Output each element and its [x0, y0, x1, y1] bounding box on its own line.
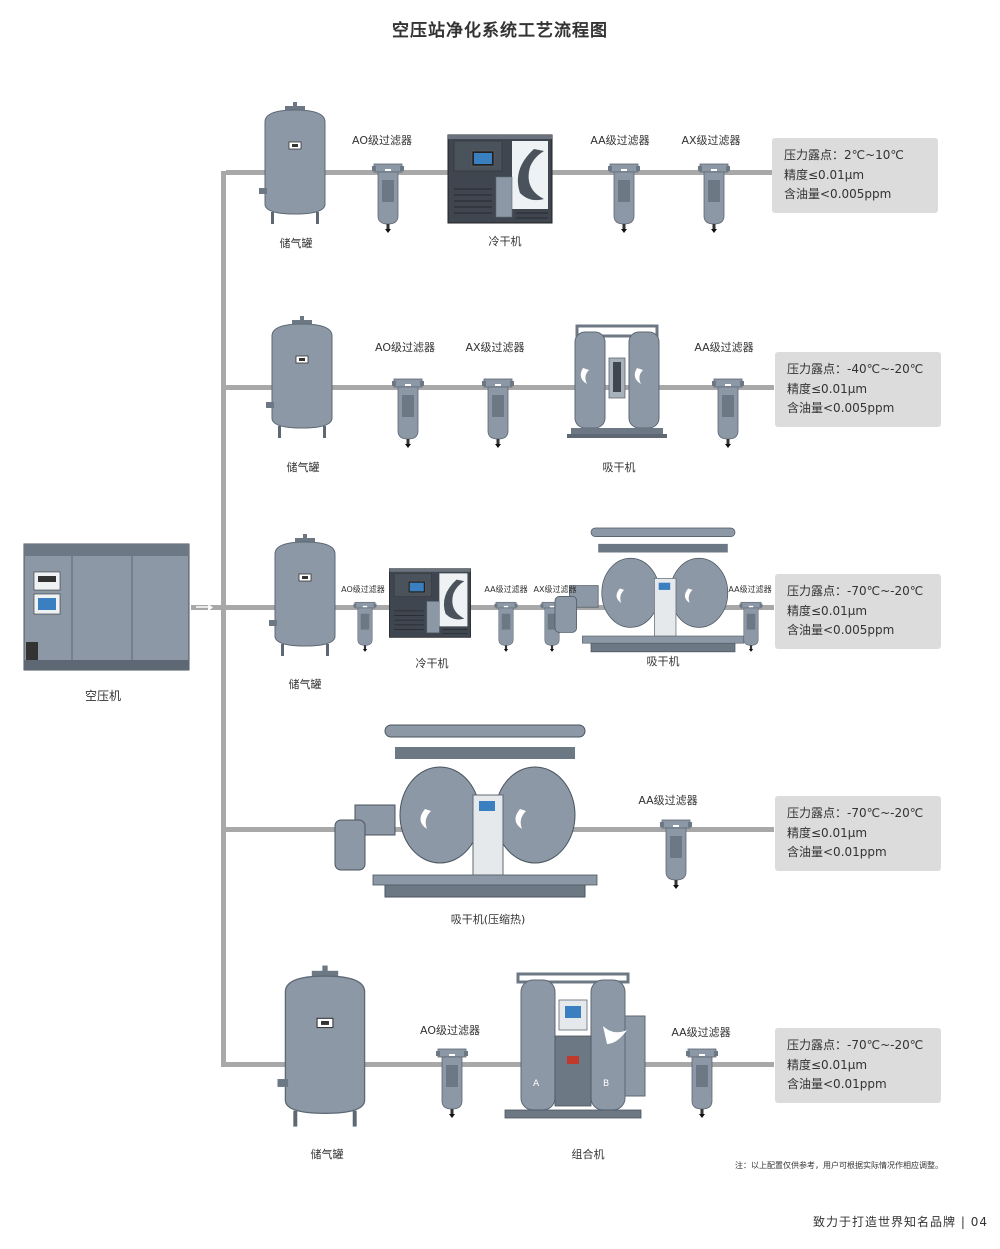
spec-box-row-1: 压力露点：2℃~10℃ 精度≤0.01μm 含油量<0.005ppm — [772, 138, 938, 213]
main-header-pipe — [191, 171, 226, 1067]
refrigerated-dryer — [388, 568, 472, 638]
spec-oil-content: 含油量<0.005ppm — [787, 623, 895, 637]
filter-label: AA级过滤器 — [484, 584, 527, 594]
filter-label: AX级过滤器 — [681, 134, 740, 147]
row-1: 储气罐 AO级过滤器 冷干机 AA级过滤器 AX级过滤器 — [226, 101, 774, 250]
filter-label: AA级过滤器 — [638, 794, 697, 807]
spec-dew-point: 压力露点：-70℃~-20℃ — [787, 584, 924, 598]
spec-oil-content: 含油量<0.01ppm — [787, 1077, 887, 1091]
filter-label: AO级过滤器 — [341, 584, 385, 594]
row-4: 吸干机(压缩热) AA级过滤器 — [226, 724, 774, 926]
aa-filter — [685, 1048, 719, 1119]
spec-box-row-3: 压力露点：-70℃~-20℃ 精度≤0.01μm 含油量<0.005ppm — [775, 574, 941, 649]
filter-label: AX级过滤器 — [465, 341, 524, 354]
tank-label: 储气罐 — [280, 236, 313, 250]
refrigerated-dryer — [447, 134, 553, 224]
dryer-label: 组合机 — [572, 1147, 605, 1161]
spec-oil-content: 含油量<0.005ppm — [784, 187, 892, 201]
filter-label: AO级过滤器 — [420, 1024, 480, 1037]
dryer-label: 吸干机(压缩热) — [451, 912, 526, 926]
heat-of-compression-dryer — [334, 724, 598, 898]
filter-label: AX级过滤器 — [534, 584, 577, 594]
dryer-label: 冷干机 — [416, 656, 449, 670]
air-compressor — [23, 543, 190, 671]
page-title: 空压站净化系统工艺流程图 — [392, 21, 608, 41]
spec-precision: 精度≤0.01μm — [787, 825, 868, 840]
ao-filter — [435, 1048, 469, 1119]
tank-label: 储气罐 — [287, 460, 320, 474]
filter-label: AO级过滤器 — [375, 341, 435, 354]
spec-precision: 精度≤0.01μm — [787, 603, 868, 618]
filter-label: AA级过滤器 — [671, 1026, 730, 1039]
storage-tank — [268, 533, 336, 657]
spec-precision: 精度≤0.01μm — [784, 167, 865, 182]
dryer-label: 冷干机 — [489, 234, 522, 248]
filter-label: AA级过滤器 — [694, 341, 753, 354]
filter-label: AA级过滤器 — [590, 134, 649, 147]
tank-label: 储气罐 — [311, 1147, 344, 1161]
spec-box-row-4: 压力露点：-70℃~-20℃ 精度≤0.01μm 含油量<0.01ppm — [775, 796, 941, 871]
spec-box-row-5: 压力露点：-70℃~-20℃ 精度≤0.01μm 含油量<0.01ppm — [775, 1028, 941, 1103]
footnote: 注：以上配置仅供参考，用户可根据实际情况作相应调整。 — [735, 1161, 943, 1170]
spec-oil-content: 含油量<0.005ppm — [787, 401, 895, 415]
spec-precision: 精度≤0.01μm — [787, 381, 868, 396]
spec-oil-content: 含油量<0.01ppm — [787, 845, 887, 859]
spec-box-row-2: 压力露点：-40℃~-20℃ 精度≤0.01μm 含油量<0.005ppm — [775, 352, 941, 427]
storage-tank — [265, 315, 333, 439]
dryer-label: 吸干机 — [603, 460, 636, 474]
row-5: 储气罐 AO级过滤器 组合机 AA级过滤器 — [221, 964, 774, 1161]
adsorption-dryer — [554, 527, 745, 653]
tank-label: 储气罐 — [289, 677, 322, 691]
storage-tank — [276, 964, 366, 1128]
compressor-label: 空压机 — [85, 689, 121, 703]
spec-dew-point: 压力露点：-70℃~-20℃ — [787, 806, 924, 820]
spec-dew-point: 压力露点：-70℃~-20℃ — [787, 1038, 924, 1052]
filter-label: AO级过滤器 — [352, 134, 412, 147]
dryer-label: 吸干机 — [647, 654, 680, 668]
spec-dew-point: 压力露点：-40℃~-20℃ — [787, 362, 924, 376]
spec-precision: 精度≤0.01μm — [787, 1057, 868, 1072]
row-3: 储气罐 AO级过滤器 冷干机 AA级过滤器 AX级过滤器 吸干机 AA级过滤器 — [226, 527, 774, 691]
page-footer: 致力于打造世界知名品牌 | 04 — [813, 1215, 988, 1229]
adsorption-dryer — [565, 324, 669, 440]
storage-tank — [258, 101, 326, 225]
spec-dew-point: 压力露点：2℃~10℃ — [784, 148, 904, 162]
row-2: 储气罐 AO级过滤器 AX级过滤器 吸干机 AA级过滤器 — [226, 315, 774, 474]
filter-label: AA级过滤器 — [728, 584, 771, 594]
combination-dryer — [503, 972, 647, 1120]
